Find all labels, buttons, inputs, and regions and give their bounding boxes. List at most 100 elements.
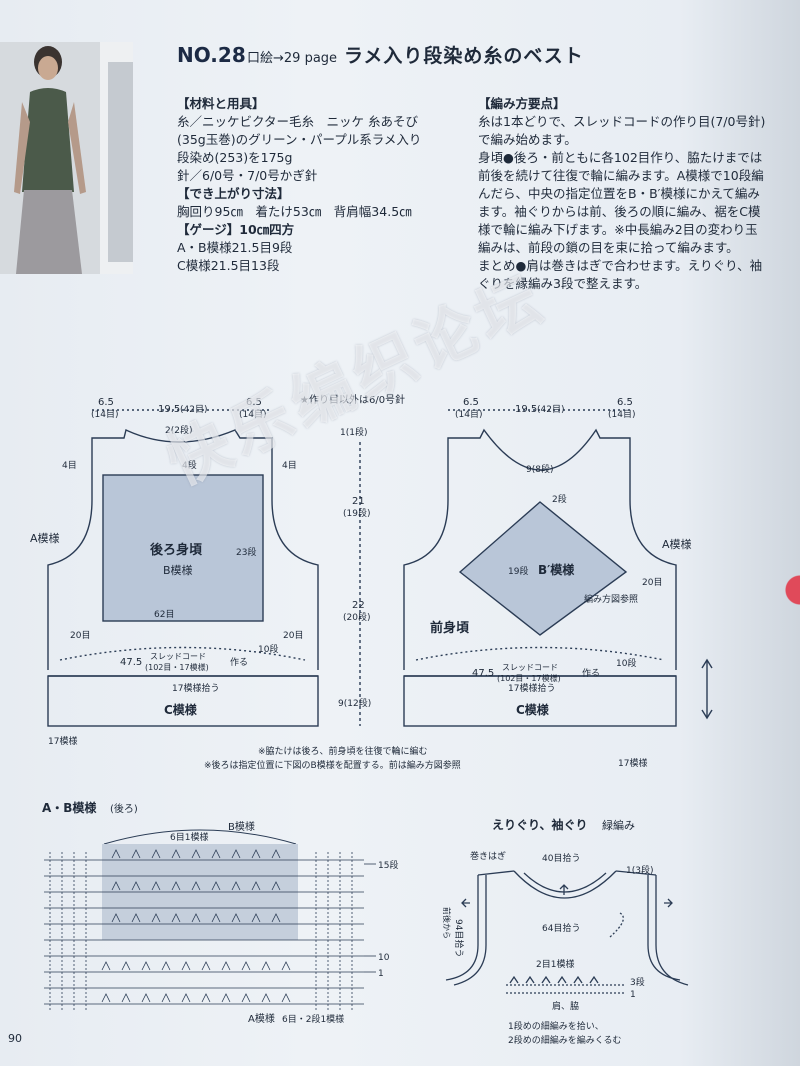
materials-line: 段染め(253)を175g (177, 150, 293, 165)
diagram-note: ※後ろは指定位置に下図のB模様を配置する。前は編み方図参照 (204, 759, 461, 771)
back-outline (47, 429, 319, 670)
diagram-note: ※脇たけは後ろ、前身頃を往復で輪に編む (258, 745, 428, 757)
front-top-right-st: (14目) (608, 409, 635, 420)
front-cast-note: スレッドコード (502, 663, 558, 672)
chart-a-note: 6目・2段1模様 (282, 1013, 344, 1025)
back-c-pattern: C模様 (164, 702, 198, 717)
materials-block: 【材料と用具】 糸／ニッケビクター毛糸 ニッケ 糸あそび (35g玉巻)のグリー… (177, 95, 421, 275)
instructions-line: で編み始めます。 (478, 132, 577, 147)
size-line: 胸回り95㎝ 着たけ53㎝ 背肩幅34.5㎝ (177, 204, 412, 219)
back-title: 後ろ身頃 (150, 542, 203, 558)
front-title: 前身頃 (430, 620, 470, 636)
back-top-center-dim: 19.5 (158, 404, 180, 415)
front-top-center-st: (42目) (537, 404, 564, 415)
back-cast-dim: 47.5 (120, 657, 142, 668)
front-c-pattern: C模様 (516, 702, 550, 717)
materials-line: 糸／ニッケビクター毛糸 ニッケ 糸あそび (177, 114, 418, 129)
back-st-62: 62目 (154, 609, 174, 620)
back-b-pattern-area (102, 474, 264, 622)
chart-a-label: A模様 (248, 1012, 275, 1025)
front-top-center-dim: 19.5 (515, 404, 537, 415)
needle-note: ★作り目以外は6/0号針 (300, 393, 405, 406)
front-top-left-dim: 6.5 (463, 397, 479, 408)
edging-subtitle: 緑編み (602, 818, 635, 832)
instructions-line: 身頃●後ろ・前ともに各102目作り、脇たけまでは (478, 150, 763, 165)
front-rows-19: 19段 (508, 565, 528, 577)
back-rows-10: 10段 (258, 643, 278, 655)
instructions-line: ぐりを縁編み3段で整えます。 (478, 276, 648, 291)
edging-legend-1: 1段めの細編みを拾い、 (508, 1020, 604, 1032)
front-c-17: 17模様 (618, 757, 647, 769)
pattern-number: NO.28 (177, 43, 246, 67)
page-ref: 口絵→29 page (247, 51, 338, 66)
ab-chart-subtitle: (後ろ) (110, 802, 138, 815)
mid-r1: 1(1段) (340, 426, 367, 438)
edging-repeat: 2目1模様 (536, 958, 574, 970)
chart-row-15: 15段 (378, 859, 398, 871)
back-top-left-dim: 6.5 (98, 397, 114, 408)
materials-heading: 【材料と用具】 (177, 96, 265, 111)
edging-row-3: 3段 (630, 976, 645, 988)
mid-r21s: (19段) (343, 507, 370, 519)
front-cast-dim: 47.5 (472, 668, 494, 679)
edging-maki: 巻きはぎ (470, 850, 506, 862)
back-a-pattern: A模様 (30, 531, 60, 545)
back-st-20-right: 20目 (283, 630, 303, 641)
instructions-block: 【編み方要点】 糸は1本どりで、スレッドコードの作り目(7/0号針) で編み始め… (478, 95, 765, 293)
gauge-line: C模様21.5目13段 (177, 258, 280, 273)
model-photo (0, 42, 133, 274)
front-a-pattern: A模様 (662, 537, 692, 551)
page-number: 90 (8, 1032, 22, 1045)
back-four-right: 4目 (282, 460, 297, 471)
back-rows-23: 23段 (236, 546, 256, 558)
back-top-left-st: (14目) (91, 409, 118, 420)
schematic-diagram: 6.5 (14目) 19.5 (42目) 6.5 (14目) 2(2段) 4目 … (30, 393, 713, 771)
pattern-title: ラメ入り段染め糸のベスト (344, 45, 584, 67)
edging-neck-outer (513, 870, 617, 899)
edging-pick-94: 94目拾う (453, 919, 465, 957)
front-neck-rows: 2段 (552, 493, 567, 505)
ab-chart-repeat: 6目1模様 (170, 831, 208, 843)
back-neck-rows: 2(2段) (165, 424, 192, 436)
front-pattern-label: B′模様 (538, 562, 575, 577)
back-four-center: 4段 (182, 459, 197, 471)
front-ref: 編み方図参照 (584, 593, 638, 605)
instructions-line: んだら、中央の指定位置をB・B′模様にかえて編み (478, 186, 760, 201)
instructions-line: 糸は1本どりで、スレッドコードの作り目(7/0号針) (478, 114, 766, 129)
materials-line: 針／6/0号・7/0号かぎ針 (177, 168, 318, 183)
edging-armhole-left (445, 875, 479, 981)
ab-chart-b-label: B模様 (228, 820, 255, 833)
edging-title: えりぐり、袖ぐり (492, 817, 588, 832)
front-top-right-dim: 6.5 (617, 397, 633, 408)
back-cast-note: スレッドコード (150, 652, 206, 661)
edging-armhole-right (647, 875, 681, 981)
instructions-line: ます。袖ぐりからは前、後ろの順に編み、裾をC模 (478, 204, 761, 219)
mid-r21: 21 (352, 496, 365, 507)
chart-bobbles (101, 849, 291, 1003)
edging-pick-64: 64目拾う (542, 922, 580, 934)
front-neck: 9(8段) (526, 463, 553, 475)
back-four-left: 4目 (62, 460, 77, 471)
chart-row-10: 10 (378, 953, 390, 963)
ab-chart-title: A・B模様 (42, 800, 97, 815)
edging-side-note: 前後から (442, 907, 452, 939)
back-cast-make: 作る (230, 656, 248, 668)
front-pick: 17模様拾う (508, 682, 555, 694)
materials-line: (35g玉巻)のグリーン・パープル系ラメ入り (177, 132, 422, 147)
back-pick: 17模様拾う (172, 682, 219, 694)
back-top-right-dim: 6.5 (246, 397, 262, 408)
back-pattern-label: B模様 (163, 563, 193, 577)
front-cast-make: 作る (582, 667, 600, 679)
ab-stitch-chart: A・B模様 (後ろ) B模様 6目1模様 (42, 800, 398, 1025)
front-cast-st: (102目・17模様) (497, 673, 561, 683)
back-cast-st: (102目・17模様) (145, 662, 209, 672)
front-b-prime-diamond (458, 501, 628, 636)
instructions-line: 前後を続けて往復で輪に編みます。A模様で10段編 (478, 168, 764, 183)
edging-diagram: えりぐり、袖ぐり 緑編み 巻きはぎ 40目拾う 1(3段) 94目拾う 前後から… (442, 817, 689, 1046)
red-clip (770, 560, 800, 620)
back-c-17: 17模様 (48, 735, 77, 747)
gauge-heading: 【ゲージ】10㎝四方 (177, 222, 295, 237)
size-heading: 【でき上がり寸法】 (177, 186, 290, 201)
front-top-left-st: (14目) (455, 409, 482, 420)
